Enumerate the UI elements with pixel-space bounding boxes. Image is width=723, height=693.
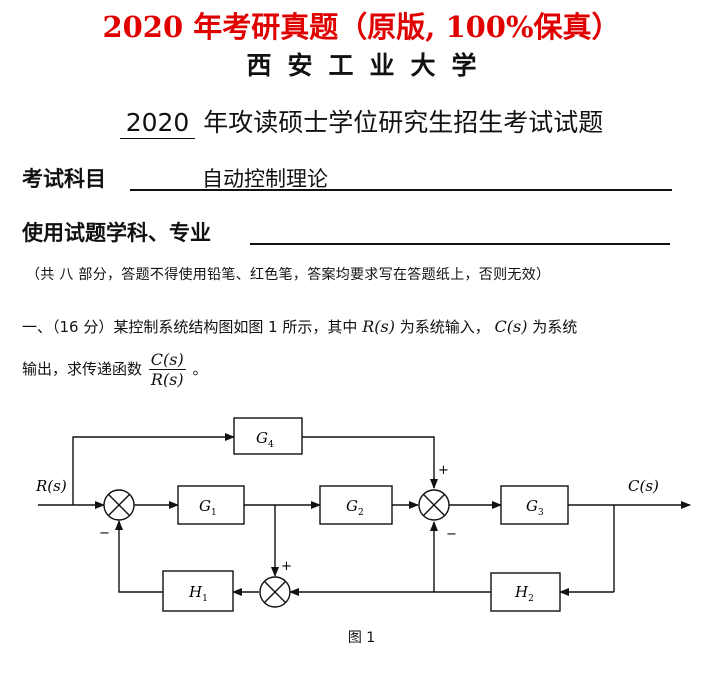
- label-g1: G1: [199, 497, 217, 518]
- major-label: 使用试题学科、专业: [22, 221, 211, 245]
- question-end: 。: [192, 360, 208, 378]
- summing-junction-2: [418, 489, 450, 521]
- fraction-denominator: R(s): [150, 370, 184, 389]
- question-line-2: 输出，求传递函数 C(s) R(s) 。: [22, 350, 208, 389]
- transfer-fraction: C(s) R(s): [148, 350, 186, 389]
- block-h1: [162, 570, 234, 612]
- summing-junction-1: [103, 489, 135, 521]
- subject-field: 考试科目: [22, 163, 106, 193]
- major-field: 使用试题学科、专业: [22, 217, 211, 247]
- figure-caption: 图 1: [347, 630, 376, 646]
- var-r: R(s): [362, 317, 395, 336]
- sign-s3-plus: +: [281, 559, 292, 574]
- school-name: 西安工业大学: [246, 51, 493, 80]
- label-h1: H1: [188, 583, 208, 604]
- label-g3: G3: [526, 497, 544, 518]
- question-text-a: 一、（16 分）某控制系统结构图如图 1 所示，其中: [22, 318, 358, 336]
- question-text-c: 为系统: [532, 318, 578, 336]
- subject-value: 自动控制理论: [202, 167, 328, 191]
- question-line-1: 一、（16 分）某控制系统结构图如图 1 所示，其中 R(s) 为系统输入， C…: [22, 316, 577, 337]
- var-c: C(s): [494, 317, 528, 336]
- subject-underline: 自动控制理论: [130, 163, 672, 191]
- exam-title: 2020 年攻读硕士学位研究生招生考试试题: [0, 103, 723, 139]
- summing-junction-3: [259, 576, 291, 608]
- block-h2: [490, 572, 561, 612]
- block-g3: [500, 485, 569, 525]
- sign-s2-plus: +: [438, 463, 449, 478]
- fraction-numerator: C(s): [148, 350, 186, 370]
- input-label: R(s): [35, 477, 67, 495]
- label-g4: G4: [256, 429, 274, 450]
- sign-s2-minus: −: [446, 527, 457, 542]
- major-underline: [250, 217, 670, 245]
- label-g2: G2: [346, 497, 364, 518]
- banner-title: 2020 年考研真题（原版, 100%保真）: [102, 10, 621, 44]
- block-g4: [233, 417, 303, 455]
- output-label: C(s): [628, 477, 659, 495]
- question-text-d: 输出，求传递函数: [22, 360, 143, 378]
- sign-s1-minus: −: [99, 526, 110, 541]
- exam-year: 2020: [119, 108, 196, 139]
- subject-label: 考试科目: [22, 167, 106, 191]
- label-h2: H2: [514, 583, 534, 604]
- block-g1: [177, 485, 245, 525]
- exam-title-text: 年攻读硕士学位研究生招生考试试题: [203, 108, 604, 137]
- block-g2: [319, 485, 393, 525]
- question-text-b: 为系统输入，: [399, 318, 490, 336]
- exam-note: （共 八 部分，答题不得使用铅笔、红色笔，答案均要求写在答题纸上，否则无效）: [26, 267, 551, 283]
